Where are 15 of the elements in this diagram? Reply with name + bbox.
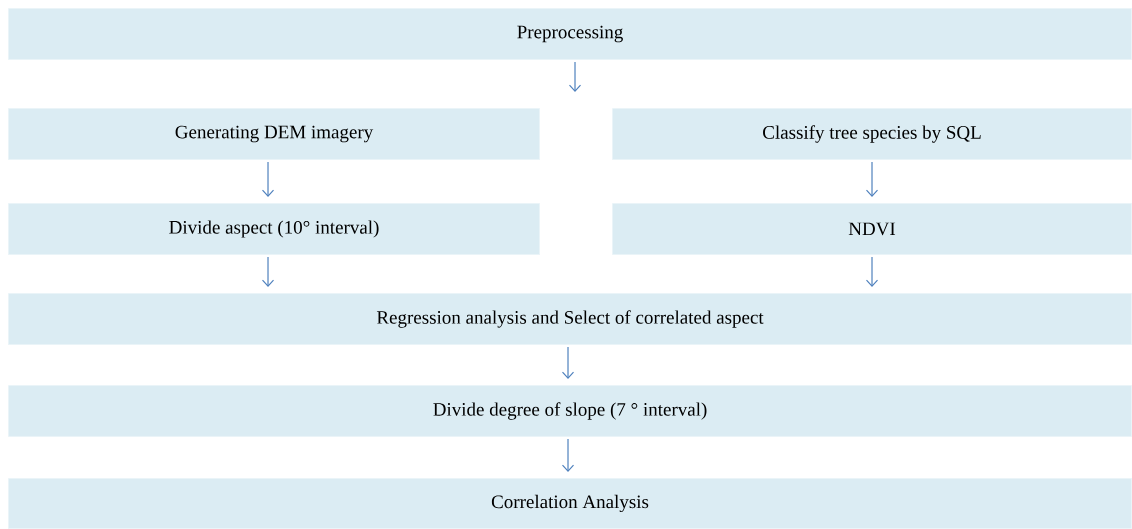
process-box: Preprocessing bbox=[8, 8, 1132, 60]
arrow bbox=[261, 256, 275, 287]
process-box: Correlation Analysis bbox=[8, 478, 1132, 529]
process-box: Divide degree of slope (7 ° interval) bbox=[8, 385, 1132, 437]
process-box: Classify tree species by SQL bbox=[612, 108, 1132, 160]
arrow bbox=[865, 256, 879, 287]
arrow bbox=[561, 346, 575, 379]
arrow bbox=[865, 161, 879, 197]
arrow bbox=[568, 61, 582, 92]
arrow bbox=[261, 161, 275, 197]
process-box: NDVI bbox=[612, 203, 1132, 255]
process-box: Regression analysis and Select of correlated aspect bbox=[8, 293, 1132, 345]
arrow bbox=[561, 438, 575, 472]
process-box: Generating DEM imagery bbox=[8, 108, 540, 160]
process-box: Divide aspect (10° interval) bbox=[8, 203, 540, 255]
